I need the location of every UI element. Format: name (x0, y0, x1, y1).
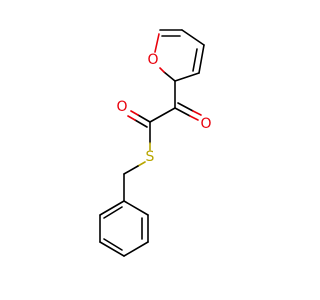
bond-benzene-1 (123, 200, 149, 216)
bond-ketone-to-o-double (177, 102, 194, 112)
benzene-ring (99, 200, 149, 257)
bond-thioester-to-o-double (134, 119, 148, 128)
bond-thioester-o-red (130, 110, 139, 116)
bond-ketone-o-red (189, 115, 199, 121)
thioester-oxygen-label: O (116, 99, 127, 115)
furan-oxygen-label: O (147, 52, 158, 68)
bond-benzene-4-inner (103, 238, 123, 251)
bond-ketone-o-red-double (192, 110, 202, 116)
bond-benzene-6 (99, 200, 125, 216)
sulfur-label: S (146, 149, 155, 165)
molecule-drawing: O O O S (99, 29, 212, 257)
bond-furan-c1o (154, 33, 160, 53)
bond-s-to-ch2-yellow (137, 161, 146, 167)
bond-thioester-to-o (137, 114, 151, 123)
bond-benzene-4 (99, 241, 125, 257)
bond-ketone-to-thioester (149, 107, 176, 123)
bond-furan-c3c4-inner (192, 48, 198, 72)
bond-benzene-6-inner (103, 206, 123, 219)
bond-thioester-o-red-double (127, 115, 136, 121)
bond-furan-c5o-red (159, 67, 165, 73)
structure-canvas: O O O S (99, 29, 212, 257)
bond-furan-c5o (163, 71, 176, 82)
bond-furan-c3c4 (198, 44, 205, 74)
furan-ring (154, 29, 205, 82)
ketone-oxygen-label: O (200, 116, 211, 132)
bond-furan-c2c3 (181, 29, 205, 46)
bond-ketone-to-o (174, 107, 191, 117)
bond-furan-c4c5 (174, 72, 200, 82)
bond-s-to-ch2 (123, 165, 139, 175)
bond-benzene-3 (123, 241, 149, 257)
